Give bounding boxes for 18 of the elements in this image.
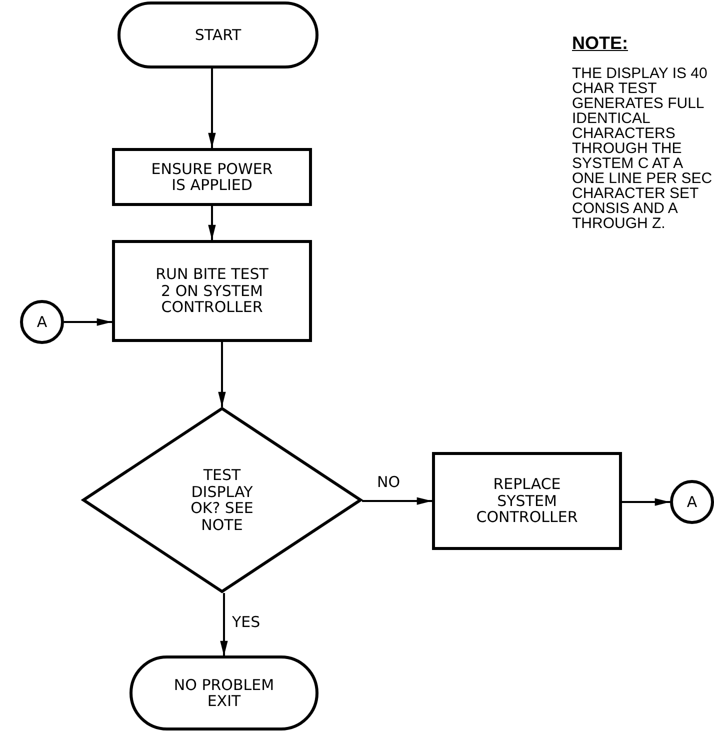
arrow	[218, 342, 226, 408]
note-heading: NOTE:	[572, 34, 628, 52]
node-text: RUN BITE TEST 2 ON SYSTEM CONTROLLER	[154, 266, 270, 316]
node-text: ENSURE POWER IS APPLIED	[150, 160, 274, 194]
edge-label: YES	[230, 612, 262, 630]
note-text: THE DISPLAY IS 40 CHAR TEST GENERATES FULL IDENTICAL CHARACTERS THROUGH THE SYSTEM C AT A ONE LINE PER SEC CHARACTER SET CONSIS AND A THROUGH Z.	[572, 66, 714, 231]
arrow	[220, 593, 228, 656]
arrow	[362, 497, 432, 505]
arrow	[622, 498, 670, 506]
arrow	[64, 318, 112, 326]
arrow	[208, 68, 216, 148]
node-text: NO PROBLEM EXIT	[172, 676, 276, 710]
node-text: START	[194, 26, 242, 44]
node-text: REPLACE SYSTEM CONTROLLER	[475, 476, 579, 526]
arrow	[208, 206, 216, 240]
node-text: TEST DISPLAY OK? SEE NOTE	[190, 467, 254, 533]
node-text: A	[686, 494, 698, 510]
node-text: A	[36, 314, 48, 330]
